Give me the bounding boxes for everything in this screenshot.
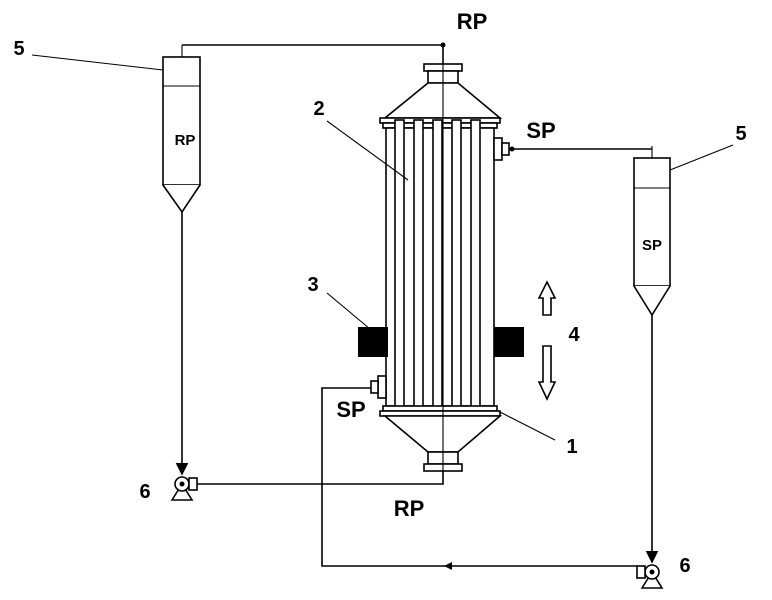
left-tank-body [162, 56, 201, 186]
left-tank-cone [162, 184, 201, 214]
label-sp-right: SP [526, 118, 555, 143]
sp-inlet-nozzle [377, 375, 387, 399]
label-rp-bottom: RP [394, 496, 425, 521]
arrow-down-icon [537, 345, 557, 401]
label-tank-left: RP [175, 132, 196, 149]
left-pump-outlet [188, 477, 198, 491]
label-rp-top: RP [457, 9, 488, 34]
label-tank-right: SP [642, 237, 662, 254]
right-pump-center [649, 569, 655, 575]
right-pump-outlet [636, 565, 646, 579]
rp-bottom-line [197, 471, 444, 485]
sp-outlet-nozzle-flange [501, 142, 510, 156]
left-pump-base [170, 482, 194, 501]
reactor [370, 63, 510, 472]
rp-top-node [440, 42, 446, 48]
leader-2 [326, 120, 409, 181]
label-6-right: 6 [679, 555, 690, 577]
leader-5-left [31, 54, 164, 71]
reactor-tube [470, 119, 481, 417]
reactor-tube [413, 119, 424, 417]
arrow-up-icon [537, 280, 557, 316]
label-4: 4 [568, 324, 580, 346]
label-2: 2 [313, 98, 324, 120]
leader-1 [499, 411, 556, 441]
sp-inlet-nozzle-flange [370, 380, 379, 394]
right-separator-tank [633, 146, 671, 317]
rp-top-line [182, 44, 444, 64]
right-tank-cone [633, 285, 671, 317]
magnet-right [494, 327, 524, 357]
sp-outlet-nozzle [493, 137, 503, 161]
right-pump [636, 564, 664, 589]
label-3: 3 [307, 274, 318, 296]
left-pump [170, 476, 198, 501]
right-tank-body [633, 157, 671, 287]
label-1: 1 [566, 436, 577, 458]
sp-return-line [321, 387, 637, 567]
leader-3 [326, 292, 371, 330]
label-5-right: 5 [735, 123, 746, 145]
leader-5-right [669, 144, 734, 171]
movement-arrows [537, 280, 557, 401]
reactor-tube [432, 119, 443, 417]
label-6-left: 6 [139, 481, 150, 503]
label-5-left: 5 [13, 38, 24, 60]
magnet-left [358, 327, 388, 357]
left-pump-center [179, 481, 185, 487]
sp-top-node [509, 146, 515, 152]
sp-return-arrow [444, 562, 452, 570]
left-separator-tank [162, 45, 201, 214]
label-sp-left: SP [336, 397, 365, 422]
reactor-tube [451, 119, 462, 417]
reactor-tube [394, 119, 405, 417]
right-pump-base [640, 570, 664, 589]
